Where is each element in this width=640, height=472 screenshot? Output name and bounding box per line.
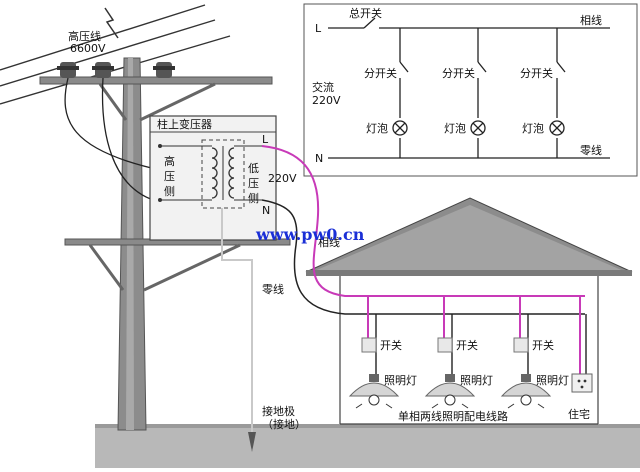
ac-label: 交流 bbox=[312, 80, 334, 94]
power-outlet-icon bbox=[571, 373, 593, 393]
insulator-icon bbox=[92, 62, 114, 78]
hv-side-char-1: 高 bbox=[164, 154, 175, 168]
bulb-label-1: 灯泡 bbox=[366, 121, 388, 135]
lamp-icon bbox=[424, 374, 476, 409]
lamp-1: 照明灯 bbox=[348, 374, 417, 409]
phase-wire-label: 相线 bbox=[318, 235, 340, 249]
transformer-voltage-label: 220V bbox=[268, 172, 297, 185]
switch-label-3: 开关 bbox=[532, 338, 554, 352]
schematic-neutral-label: 零线 bbox=[580, 143, 602, 157]
ground-electrode-label: 接地极 bbox=[262, 404, 295, 418]
schematic-l-label: L bbox=[315, 22, 322, 35]
hv-side-char-2: 压 bbox=[164, 170, 175, 183]
hv-line-label: 高压线 bbox=[68, 29, 101, 43]
schematic-branch-1 bbox=[392, 28, 409, 158]
hv-voltage-label: 6600V bbox=[70, 42, 106, 55]
transformer-l-label: L bbox=[262, 133, 269, 146]
transformer-title: 柱上变压器 bbox=[157, 117, 212, 131]
ground-rod-icon bbox=[248, 432, 256, 452]
lamp-label-3: 照明灯 bbox=[536, 374, 569, 387]
bulb-symbol-icon bbox=[470, 120, 486, 136]
primary-coil-icon bbox=[211, 147, 218, 199]
lamp-label-2: 照明灯 bbox=[460, 374, 493, 387]
secondary-coil-icon bbox=[228, 147, 235, 199]
lv-side-char-3: 侧 bbox=[248, 192, 259, 205]
wall-switch-1: 开关 bbox=[361, 337, 402, 353]
insulator-icon bbox=[57, 62, 79, 78]
ground-electrode-sub-label: （接地） bbox=[262, 418, 306, 431]
schematic-diagram: L N 总开关 相线 零线 交流 220V 分开关 分开关 分开关 灯泡 灯泡 … bbox=[303, 3, 638, 177]
lamp-3: 照明灯 bbox=[500, 374, 569, 409]
phase-wire bbox=[261, 145, 585, 297]
neutral-wire-label: 零线 bbox=[262, 282, 284, 296]
wall-switch-2: 开关 bbox=[437, 337, 478, 353]
bulb-symbol-icon bbox=[392, 120, 408, 136]
ground bbox=[95, 424, 640, 468]
lamp-2: 照明灯 bbox=[424, 374, 493, 409]
bulb-symbol-icon bbox=[549, 120, 565, 136]
lightning-icon bbox=[104, 7, 119, 39]
transformer-n-label: N bbox=[262, 204, 270, 217]
neutral-wire bbox=[261, 199, 585, 315]
utility-pole bbox=[39, 57, 291, 431]
branch-switch-label-2: 分开关 bbox=[442, 66, 475, 80]
bulb-label-2: 灯泡 bbox=[444, 121, 466, 135]
main-switch-label: 总开关 bbox=[349, 6, 382, 20]
wall-switch-3: 开关 bbox=[513, 337, 554, 353]
ground-wire bbox=[221, 208, 253, 450]
pole-transformer: 柱上变压器 高 压 侧 低 压 侧 L N 220V bbox=[149, 115, 297, 452]
schematic-branch-2 bbox=[470, 28, 487, 158]
schematic-phase-label: 相线 bbox=[580, 13, 602, 27]
lv-side-char-1: 低 bbox=[248, 162, 259, 175]
high-voltage-lines: 高压线 6600V bbox=[0, 4, 231, 105]
ac-voltage-label: 220V bbox=[312, 94, 341, 107]
house bbox=[305, 197, 633, 425]
circuit-title: 单相两线照明配电线路 bbox=[398, 409, 508, 423]
watermark: www.pw0.cn bbox=[255, 225, 365, 244]
insulator-icon bbox=[153, 62, 175, 78]
switch-label-2: 开关 bbox=[456, 338, 478, 352]
residence-label: 住宅 bbox=[568, 407, 590, 421]
switch-label-1: 开关 bbox=[380, 338, 402, 352]
schematic-branch-3 bbox=[549, 28, 566, 158]
hv-side-char-3: 侧 bbox=[164, 185, 175, 198]
lv-side-char-2: 压 bbox=[248, 177, 259, 190]
bulb-label-3: 灯泡 bbox=[522, 121, 544, 135]
schematic-n-label: N bbox=[315, 152, 323, 165]
lamp-label-1: 照明灯 bbox=[384, 374, 417, 387]
lamp-icon bbox=[500, 374, 552, 409]
lamp-icon bbox=[348, 374, 400, 409]
branch-switch-label-1: 分开关 bbox=[364, 66, 397, 80]
upper-crossarm bbox=[39, 76, 273, 85]
branch-switch-label-3: 分开关 bbox=[520, 66, 553, 80]
drop-wires bbox=[367, 296, 587, 378]
